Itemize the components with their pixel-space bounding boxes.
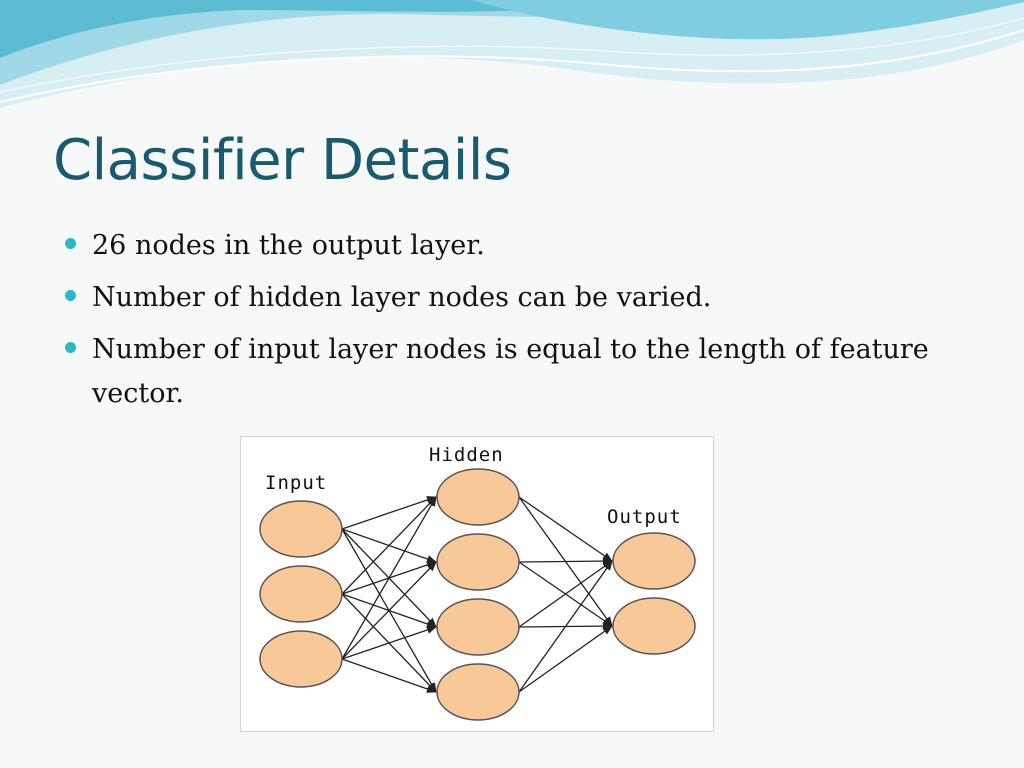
bullet-list: 26 nodes in the output layer. Number of …	[62, 224, 962, 424]
output-layer-label: Output	[607, 506, 682, 528]
input-node-2	[259, 565, 343, 623]
hidden-layer-label: Hidden	[429, 444, 504, 466]
connection-arrow	[341, 626, 437, 660]
hidden-node-2	[436, 533, 520, 591]
input-layer-label: Input	[265, 472, 327, 494]
connection-arrow	[518, 560, 613, 693]
output-node-1	[612, 532, 696, 590]
neural-network-diagram: Input Hidden Output	[240, 436, 714, 732]
input-node-3	[259, 630, 343, 688]
neural-network-svg: Input Hidden Output	[259, 444, 696, 721]
header-wave-decoration	[0, 0, 1024, 108]
network-nodes	[259, 468, 696, 721]
connection-arrow	[518, 496, 613, 562]
connection-arrow	[518, 625, 613, 693]
bullet-item: Number of hidden layer nodes can be vari…	[62, 276, 962, 320]
connection-arrow	[341, 496, 437, 595]
connection-arrow	[341, 658, 437, 693]
hidden-node-4	[436, 663, 520, 721]
hidden-node-3	[436, 598, 520, 656]
slide-title: Classifier Details	[53, 128, 512, 193]
connection-arrow	[341, 561, 437, 660]
connection-arrow	[518, 560, 613, 628]
bullet-item: 26 nodes in the output layer.	[62, 224, 962, 268]
connection-arrow	[341, 496, 437, 660]
bullet-item: Number of input layer nodes is equal to …	[62, 328, 962, 416]
connection-arrow	[341, 496, 437, 530]
connection-arrow	[518, 557, 613, 566]
output-node-2	[612, 597, 696, 655]
input-node-1	[259, 500, 343, 558]
connection-edges	[341, 496, 613, 693]
hidden-node-1	[436, 468, 520, 526]
